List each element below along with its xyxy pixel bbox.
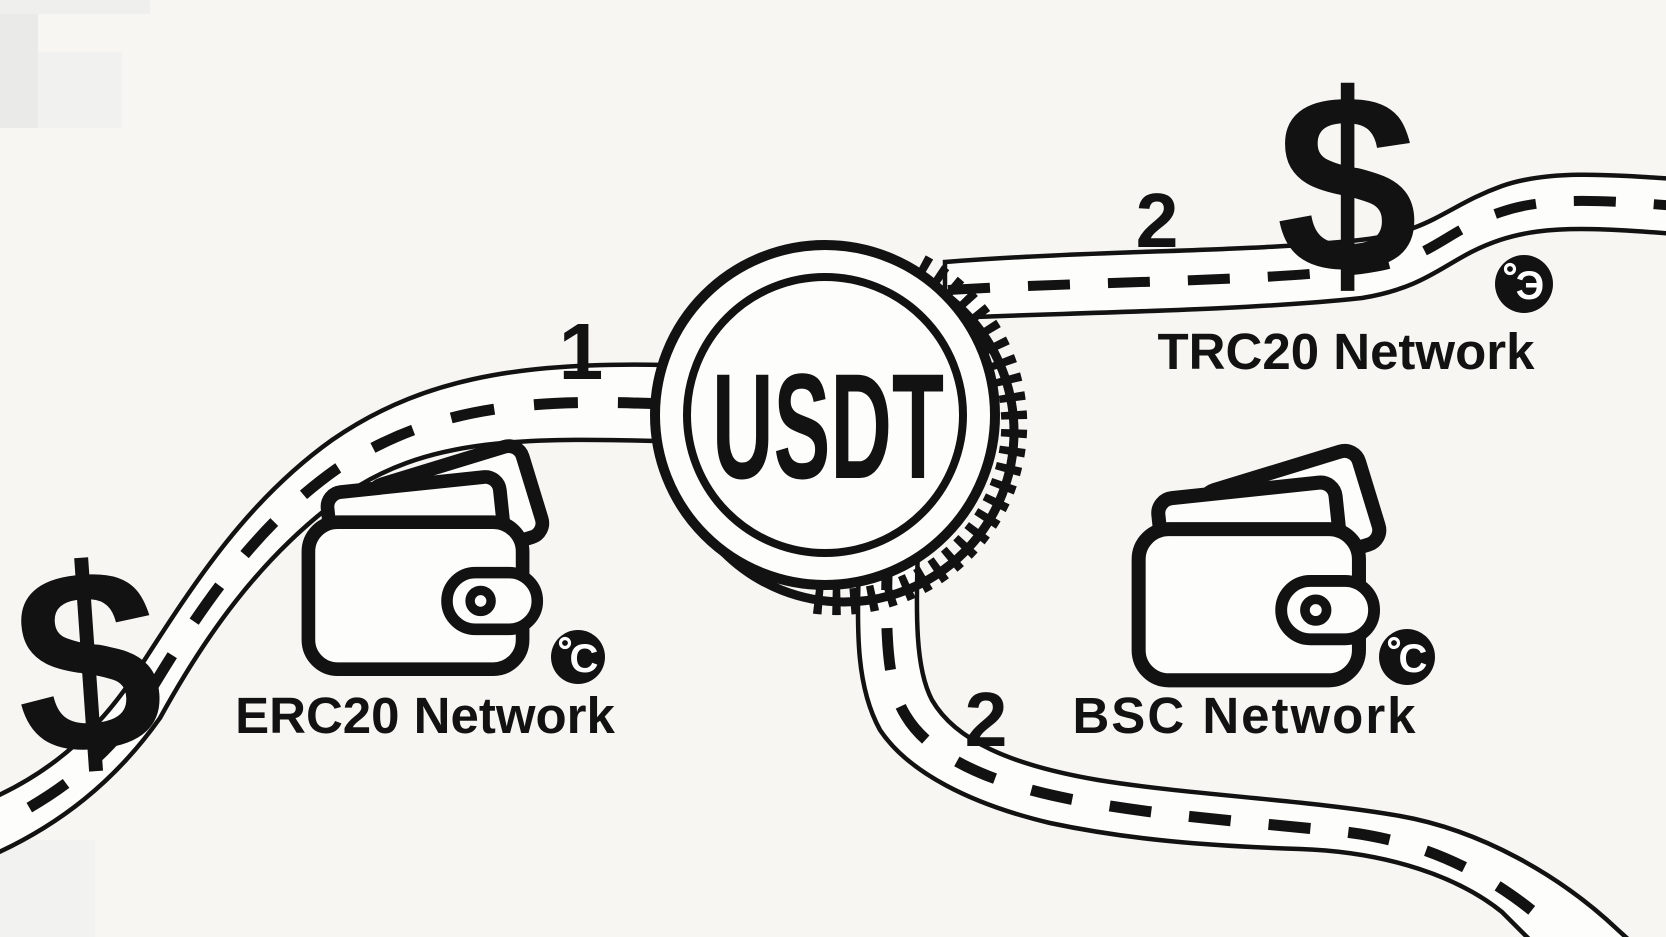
road-trc20-centerline xyxy=(947,195,1666,295)
degree-badge-bsc: C xyxy=(1379,629,1435,685)
degree-badge-letter: C xyxy=(570,637,599,681)
background-patch xyxy=(0,0,150,14)
road-erc20-centerline xyxy=(0,396,663,830)
dollar-sign-icon: $ xyxy=(5,510,171,812)
degree-mark xyxy=(1387,636,1401,650)
network-label-erc20: ERC20 Network xyxy=(235,687,615,744)
network-label-trc20: TRC20 Network xyxy=(1158,323,1536,380)
degree-badge-letter: C xyxy=(1399,637,1428,681)
degree-mark xyxy=(558,636,572,650)
usdt-coin: USDT xyxy=(650,240,1028,616)
degree-badge-erc20: C xyxy=(551,630,605,684)
degree-badge-letter: Э xyxy=(1516,264,1544,308)
dollar-sign-icon: $ xyxy=(1276,42,1418,327)
route-number-trc20: 2 xyxy=(1136,178,1179,264)
network-label-bsc: BSC Network xyxy=(1072,687,1417,744)
degree-badge-circle xyxy=(551,630,605,684)
background-patch xyxy=(0,840,95,937)
degree-badge-circle xyxy=(1379,629,1435,685)
route-number-erc20: 1 xyxy=(559,307,604,396)
degree-badge-trc20: Э xyxy=(1495,255,1553,313)
degree-badge-circle xyxy=(1495,255,1553,313)
wallet-icon-bsc xyxy=(1139,447,1383,680)
degree-mark xyxy=(1503,262,1517,276)
coin-face xyxy=(650,240,1000,590)
coin-inner-ring xyxy=(683,273,967,557)
road-bsc xyxy=(855,542,1630,937)
route-number-bsc: 2 xyxy=(965,677,1008,763)
background-patch xyxy=(0,0,38,128)
background-patch xyxy=(38,52,122,128)
coin-symbol-label: USDT xyxy=(712,342,944,510)
